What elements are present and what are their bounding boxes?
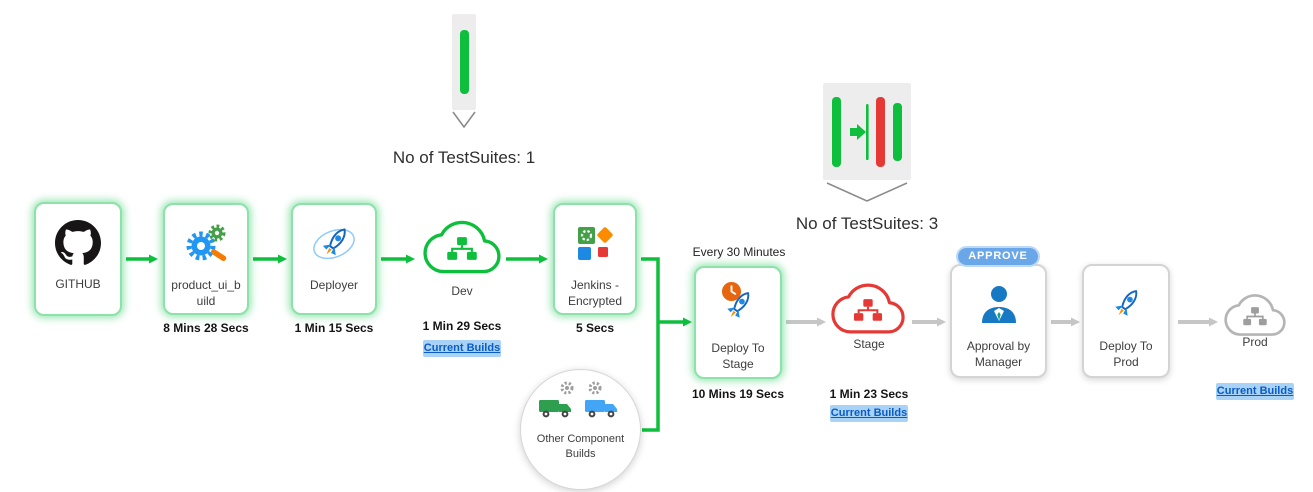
duration-dev: 1 Min 29 Secs: [422, 319, 502, 333]
duration-product-ui-build: 8 Mins 28 Secs: [163, 321, 249, 335]
current-builds-link-prod[interactable]: Current Builds: [1216, 383, 1294, 400]
testsuite-pass-bar: [459, 30, 469, 94]
pipeline-node-deploy-to-stage[interactable]: Deploy To Stage: [694, 266, 782, 379]
dev-cloud-icon[interactable]: [422, 219, 502, 280]
testsuite3-bracket: [826, 182, 908, 202]
build-gears-icon: [181, 216, 231, 272]
testsuite-count-label-dev: No of TestSuites: 1: [392, 148, 536, 167]
duration-deployer: 1 Min 15 Secs: [294, 321, 374, 335]
pipeline-node-other-component-builds[interactable]: Other Component Builds: [520, 369, 641, 490]
github-icon: [55, 215, 101, 271]
node-label-approval-by-manager: Approval by Manager: [966, 339, 1031, 370]
network-icon: [447, 237, 477, 260]
current-builds-link-stage[interactable]: Current Builds: [830, 405, 908, 422]
duration-stage: 1 Min 23 Secs: [829, 387, 909, 401]
prod-cloud-icon[interactable]: [1223, 293, 1287, 342]
flow-line-jenkins-junction: [641, 257, 660, 432]
pipeline-node-deploy-to-prod[interactable]: Deploy To Prod: [1082, 264, 1170, 378]
schedule-label-deploy-to-stage: Every 30 Minutes: [692, 245, 786, 259]
network-icon: [853, 299, 883, 321]
testsuite-flow-arrow-icon: [849, 103, 869, 160]
pipeline-node-jenkins-encrypted[interactable]: Jenkins - Encrypted: [553, 203, 637, 315]
testsuite-fail-bar: [876, 96, 886, 167]
rocket-icon: [715, 279, 761, 335]
pipeline-node-github[interactable]: GITHUB: [34, 202, 122, 316]
node-label-deployer: Deployer: [309, 278, 359, 292]
testsuite-pass-bar: [892, 102, 902, 161]
testsuite-indicator-stage[interactable]: [823, 83, 911, 180]
node-label-deploy-to-stage: Deploy To Stage: [711, 341, 765, 372]
node-label-other-component-builds: Other Component Builds: [536, 433, 625, 460]
pipeline-node-approval-by-manager[interactable]: Approval by Manager: [950, 264, 1047, 378]
node-label-github: GITHUB: [55, 277, 101, 291]
duration-jenkins: 5 Secs: [575, 321, 615, 335]
clock-icon: [721, 281, 742, 307]
testsuite1-bracket: [452, 111, 476, 129]
rocket-icon: [1103, 277, 1149, 333]
network-icon: [1243, 307, 1267, 326]
env-label-prod: Prod: [1242, 335, 1268, 349]
node-label-product-ui-build: product_ui_build: [171, 278, 241, 309]
env-label-dev: Dev: [451, 284, 473, 298]
trucks-icon: [538, 381, 617, 418]
truck-icon-green: [538, 400, 571, 418]
stage-cloud-icon[interactable]: [830, 282, 906, 340]
jenkins-blocks-icon: [572, 216, 618, 272]
current-builds-link-dev[interactable]: Current Builds: [423, 340, 501, 357]
truck-icon-blue: [584, 400, 617, 418]
rocket-icon: [310, 216, 358, 272]
testsuite-count-label-stage: No of TestSuites: 3: [795, 214, 939, 233]
node-label-deploy-to-prod: Deploy To Prod: [1099, 339, 1153, 370]
approve-badge[interactable]: APPROVE: [956, 246, 1040, 267]
testsuite-pass-bar: [832, 96, 841, 167]
node-label-jenkins-encrypted: Jenkins - Encrypted: [567, 278, 623, 309]
testsuite-indicator-dev[interactable]: [452, 14, 476, 110]
pipeline-node-product-ui-build[interactable]: product_ui_build: [163, 203, 249, 315]
pipeline-node-deployer[interactable]: Deployer: [291, 203, 377, 315]
manager-person-icon: [975, 277, 1023, 333]
env-label-stage: Stage: [853, 337, 885, 351]
duration-deploy-to-stage: 10 Mins 19 Secs: [691, 387, 785, 401]
